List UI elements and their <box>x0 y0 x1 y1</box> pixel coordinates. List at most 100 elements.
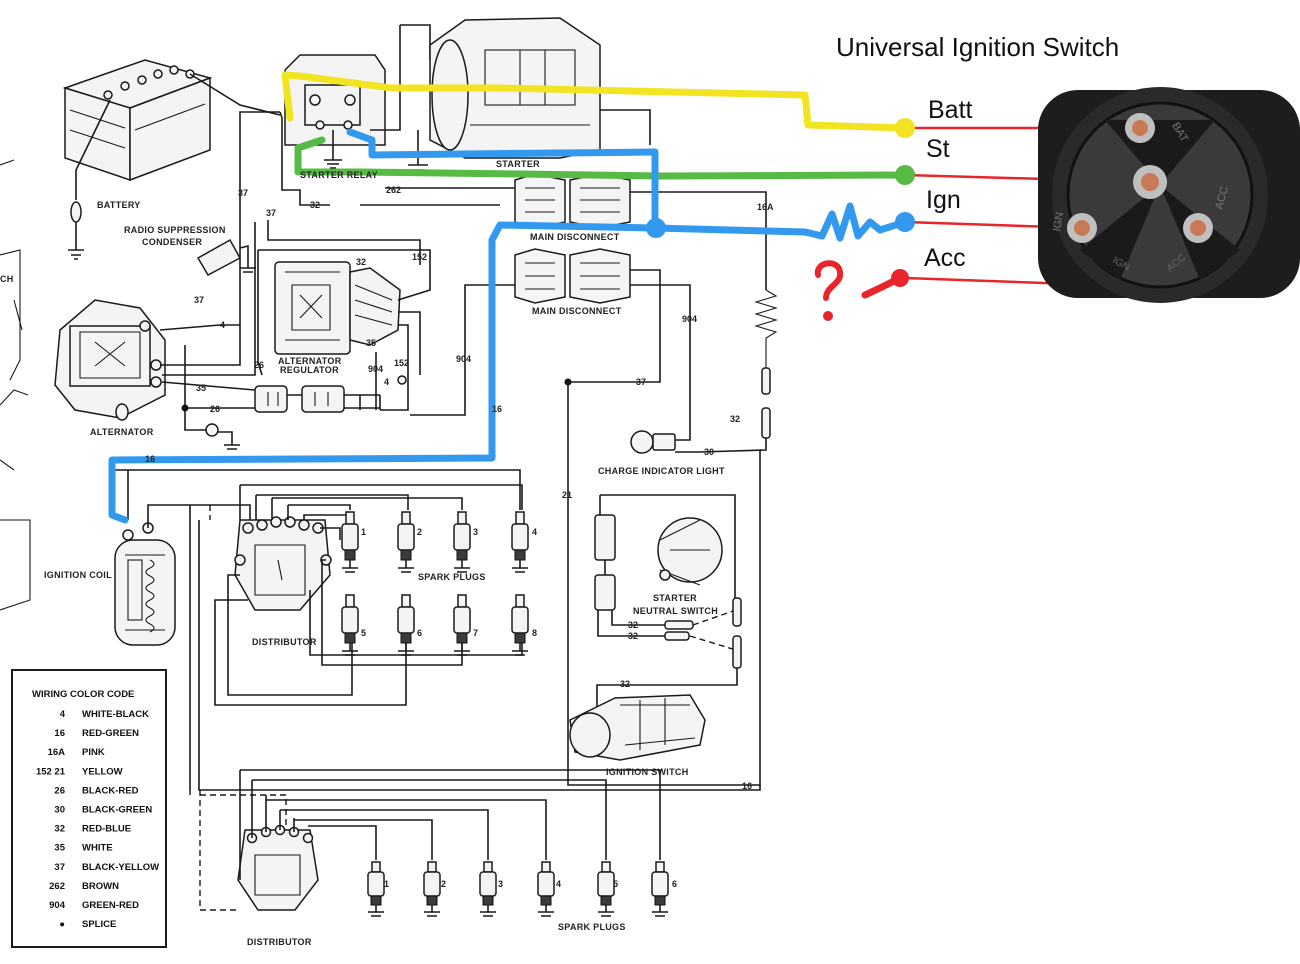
question-mark-hook <box>814 260 844 301</box>
plug-number: 6 <box>417 628 422 638</box>
universal-ignition-switch: BAT IGN ACC IGN ACC <box>1038 87 1300 303</box>
label-regulator-1: ALTERNATOR <box>278 356 342 366</box>
plug-number: 4 <box>556 879 561 889</box>
wire-26-b: 26 <box>210 404 220 414</box>
plug-number: 7 <box>473 628 478 638</box>
plug-number: 4 <box>532 527 537 537</box>
spark-plugs-upper <box>341 511 529 656</box>
label-spark-plugs-a: SPARK PLUGS <box>418 572 486 582</box>
st-wire-overlay <box>294 136 909 180</box>
label-regulator-2: REGULATOR <box>280 365 339 375</box>
legend-color-name: WHITE <box>82 843 113 854</box>
acc-dot <box>891 269 909 287</box>
legend-color-name: BLACK-RED <box>82 785 139 796</box>
wire-32-c: 32 <box>628 620 638 630</box>
legend-box <box>11 669 167 948</box>
wire-16-d: 16 <box>742 781 752 791</box>
label-radio: RADIO SUPPRESSION <box>124 225 226 235</box>
distributor-lower <box>237 824 319 911</box>
wire-4-b: 4 <box>384 377 389 387</box>
wire-152-b: 152 <box>394 358 409 368</box>
batt-dot <box>895 118 915 138</box>
wire-37-b: 37 <box>266 208 276 218</box>
legend-color-name: BROWN <box>82 881 119 892</box>
title: Universal Ignition Switch <box>836 32 1119 62</box>
label-neutral-1: STARTER <box>653 593 697 603</box>
starter-neutral-switch <box>594 514 723 611</box>
wire-16a: 16A <box>757 202 774 212</box>
terminal-label-st: St <box>926 135 950 163</box>
plug-number: 5 <box>361 628 366 638</box>
plug-number: 6 <box>672 879 677 889</box>
label-ignition-switch: IGNITION SWITCH <box>606 767 689 777</box>
terminal-label-ign: Ign <box>926 186 961 214</box>
ignition-switch-drawing <box>569 694 706 761</box>
wire-32-d: 32 <box>628 631 638 641</box>
wire-21: 21 <box>562 490 572 500</box>
label-neutral-2: NEUTRAL SWITCH <box>633 606 718 616</box>
wire-26-a: 26 <box>254 360 264 370</box>
switch-body-label-ign: IGN <box>1051 211 1066 232</box>
ignition-coil <box>114 522 176 646</box>
terminal-label-acc: Acc <box>924 244 966 272</box>
legend-code: 35 <box>54 843 65 854</box>
legend-color-name: PINK <box>82 747 105 758</box>
legend-color-name: WHITE-BLACK <box>82 709 149 720</box>
plug-number: 1 <box>384 879 389 889</box>
wire-904-c: 904 <box>682 314 697 324</box>
wire-37-c: 37 <box>194 295 204 305</box>
title-and-terminal-labels: Universal Ignition Switch Batt St Ign Ac… <box>836 32 1119 272</box>
battery <box>62 59 281 260</box>
switch-body-label-acc: ACC <box>1213 185 1231 211</box>
plug-numbers-upper: 1 2 3 4 5 6 7 8 <box>361 527 537 638</box>
spark-plugs-lower <box>367 861 669 917</box>
plug-number: 3 <box>498 879 503 889</box>
wire-904-a: 904 <box>456 354 471 364</box>
label-main-disconnect-a: MAIN DISCONNECT <box>530 232 620 242</box>
label-distributor-b: DISTRIBUTOR <box>247 937 312 947</box>
legend-color-name: RED-BLUE <box>82 824 131 835</box>
marker-overlay <box>108 71 1200 524</box>
legend-code: 37 <box>54 862 65 873</box>
starter-motor <box>408 17 601 171</box>
wire-35-b: 35 <box>196 383 206 393</box>
charge-indicator-light <box>630 430 676 454</box>
wire-16-c: 16 <box>145 454 155 464</box>
wire-30: 30 <box>704 447 714 457</box>
plug-number: 5 <box>613 879 618 889</box>
wire-37-a: 37 <box>238 188 248 198</box>
legend-color-name: YELLOW <box>82 766 123 777</box>
legend-color-name: GREEN-RED <box>82 900 139 911</box>
wire-37-d: 37 <box>636 377 646 387</box>
legend-code: 30 <box>54 805 65 816</box>
label-left-edge: CH <box>0 274 14 284</box>
label-main-disconnect-b: MAIN DISCONNECT <box>532 306 622 316</box>
legend-code: 4 <box>60 709 66 720</box>
wire-16-b: 16 <box>492 404 502 414</box>
wire-904-b: 904 <box>368 364 383 374</box>
legend-color-name: SPLICE <box>82 919 116 930</box>
legend-code: 904 <box>49 900 66 911</box>
wire-262: 262 <box>386 185 401 195</box>
legend-color-name: BLACK-GREEN <box>82 805 152 816</box>
label-charge-light: CHARGE INDICATOR LIGHT <box>598 466 725 476</box>
legend-code: 152 21 <box>36 766 66 777</box>
alternator-regulator <box>274 261 401 355</box>
plug-number: 2 <box>417 527 422 537</box>
label-starter: STARTER <box>496 159 540 169</box>
legend-code: 26 <box>54 785 65 796</box>
batt-wire-overlay <box>281 71 909 132</box>
inline-connectors <box>254 385 345 413</box>
wire-4-a: 4 <box>220 320 225 330</box>
label-condenser: CONDENSER <box>142 237 202 247</box>
label-distributor-a: DISTRIBUTOR <box>252 637 317 647</box>
legend-code: 262 <box>49 881 65 892</box>
component-labels: BATTERY RADIO SUPPRESSION CONDENSER ALTE… <box>0 159 725 947</box>
st-dot <box>895 165 915 185</box>
legend-heading: WIRING COLOR CODE <box>32 689 134 700</box>
plug-number: 8 <box>532 628 537 638</box>
legend-color-name: RED-GREEN <box>82 728 139 739</box>
